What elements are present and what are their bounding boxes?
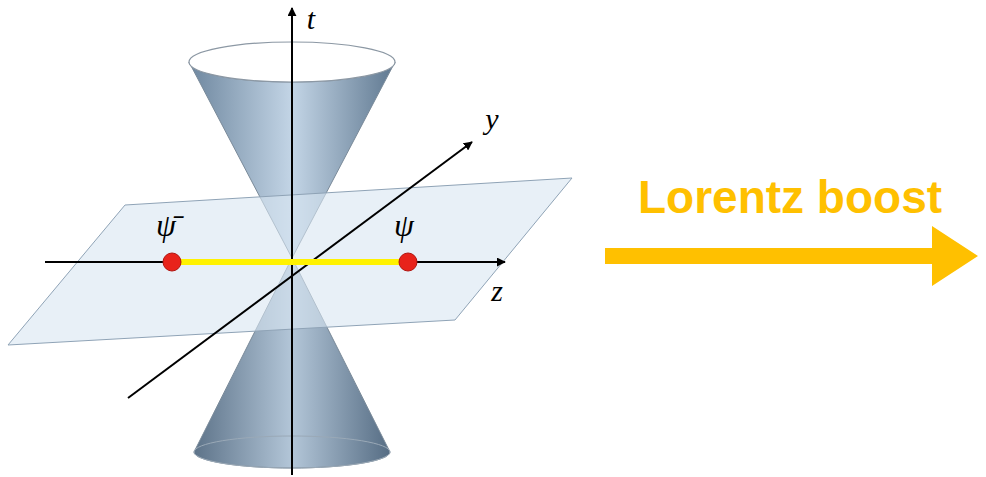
t-axis — [291, 8, 293, 475]
antiquark-dot — [163, 253, 181, 271]
field-label: ψ̄ — [156, 208, 176, 243]
quark-dot — [399, 253, 417, 271]
axis-label: z — [491, 274, 503, 307]
boost-arrow — [605, 226, 978, 286]
field-label: ψ — [394, 208, 414, 243]
z-axis — [45, 261, 505, 263]
y-axis — [128, 142, 472, 398]
axis-label: t — [307, 2, 315, 35]
boost-title: Lorentz boost — [638, 172, 942, 223]
axis-label: y — [485, 102, 498, 135]
wilson-line — [172, 259, 408, 265]
spatial-plane — [8, 178, 572, 345]
